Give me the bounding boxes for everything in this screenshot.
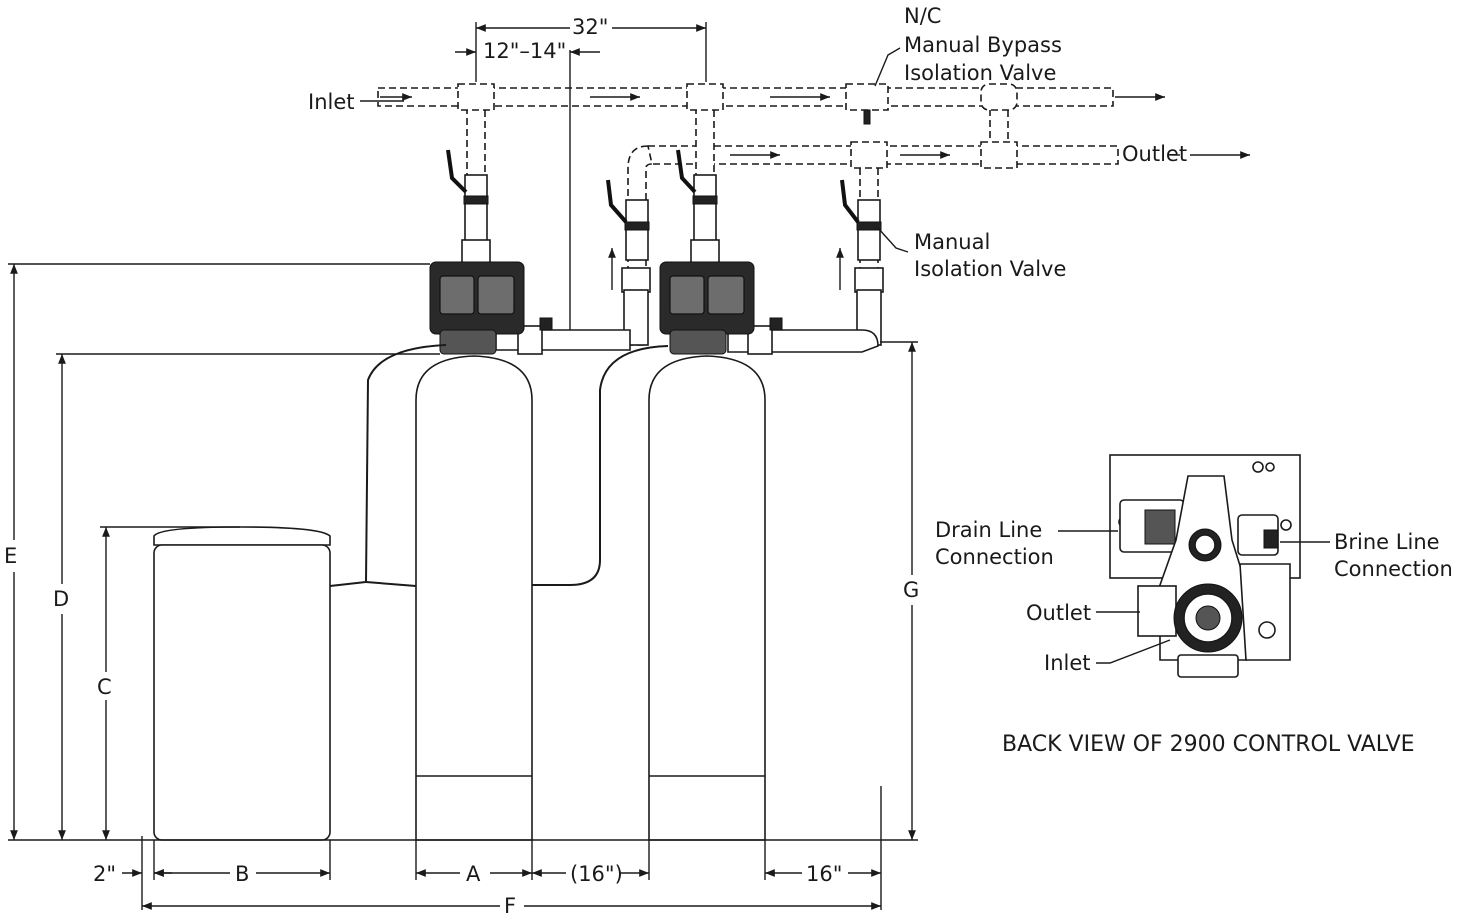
dim-16-gap-label: (16") [570, 862, 623, 886]
tee-4 [980, 141, 1018, 169]
dim-12-14-label: 12"–14" [483, 39, 566, 63]
dimension-lines [8, 22, 918, 910]
isolation-valve-1 [446, 149, 489, 246]
isolation-valve-4 [840, 179, 882, 261]
mineral-tank-1 [415, 355, 533, 841]
brine-label-line1: Brine Line [1334, 530, 1440, 554]
inlet-label: Inlet [308, 90, 355, 114]
control-valve-1 [429, 261, 525, 355]
dim-c-label: C [97, 675, 112, 699]
brine-tube-tank1 [365, 581, 417, 587]
back-view-control-valve [1109, 454, 1301, 678]
brine-tank [153, 526, 331, 841]
dim-32-label: 32" [572, 15, 608, 39]
tee-1 [457, 83, 495, 111]
inlet-header-pipe [377, 87, 1114, 107]
bypass-label-line1: N/C [904, 4, 941, 28]
dim-2-label: 2" [93, 862, 116, 886]
tee-3 [850, 141, 888, 169]
dim-b-label: B [235, 862, 249, 886]
dim-f-label: F [504, 894, 516, 915]
piping-network [377, 83, 1250, 355]
tank1-outlet-valve-knob [539, 317, 553, 331]
bypass-leader [874, 47, 901, 87]
brine-label-line2: Connection [1334, 557, 1453, 581]
dim-e-label: E [4, 544, 17, 568]
dim-d-label: D [53, 587, 69, 611]
mineral-tank-2 [648, 355, 766, 841]
union-2 [690, 239, 720, 265]
manual-iso-label-line2: Isolation Valve [914, 257, 1066, 281]
union-3 [621, 267, 651, 293]
manual-iso-label-line1: Manual [914, 230, 990, 254]
back-view-outlet-port [1137, 585, 1177, 637]
bypass-label-line2: Manual Bypass [904, 33, 1062, 57]
back-inlet-label: Inlet [1044, 651, 1091, 675]
back-outlet-label: Outlet [1026, 601, 1091, 625]
dim-g-label: G [903, 578, 919, 602]
union-1 [461, 239, 491, 265]
tee-5 [980, 83, 1018, 111]
union-4 [854, 267, 884, 293]
dim-16-side-label: 16" [806, 862, 842, 886]
tee-2 [686, 83, 724, 111]
back-inlet-leader [1096, 639, 1171, 664]
bypass-valve-body [845, 83, 889, 111]
tank2-outlet-valve-knob [769, 317, 783, 331]
control-valve-2 [659, 261, 755, 355]
dim-a-label: A [466, 862, 481, 886]
brine-tube [329, 344, 447, 587]
brine-tube-tank2 [532, 345, 669, 586]
bypass-valve-handle [863, 109, 871, 125]
tank1-outlet-union [517, 325, 543, 355]
manual-iso-leader [877, 227, 909, 253]
isolation-valve-3 [606, 179, 650, 261]
outlet-label: Outlet [1122, 142, 1187, 166]
drain-label-line1: Drain Line [935, 518, 1042, 542]
drain-label-line2: Connection [935, 545, 1054, 569]
bypass-label-line3: Isolation Valve [904, 61, 1056, 85]
back-view-caption: BACK VIEW OF 2900 CONTROL VALVE [1002, 732, 1415, 757]
